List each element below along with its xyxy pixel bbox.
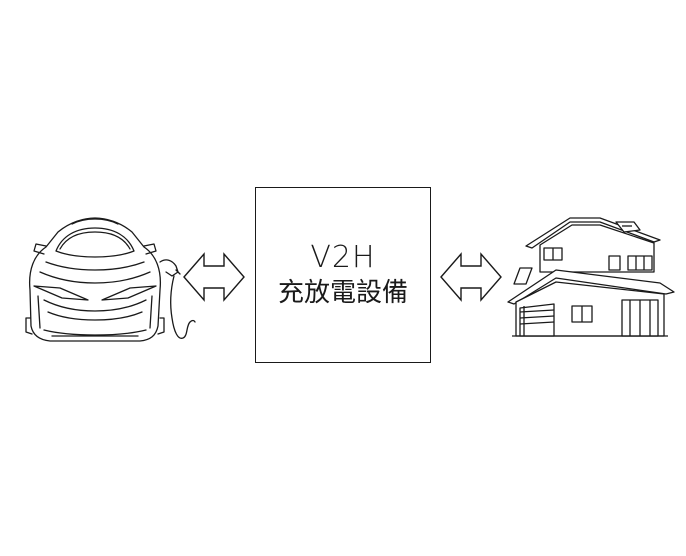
- box-title: V2H: [310, 240, 376, 276]
- v2h-charging-equipment-box: V2H 充放電設備: [255, 187, 431, 363]
- house-icon: [507, 217, 675, 337]
- electric-car-icon: [25, 217, 196, 342]
- box-subtitle: 充放電設備: [277, 277, 408, 308]
- double-arrow-icon: [183, 252, 245, 302]
- double-arrow-icon: [440, 252, 502, 302]
